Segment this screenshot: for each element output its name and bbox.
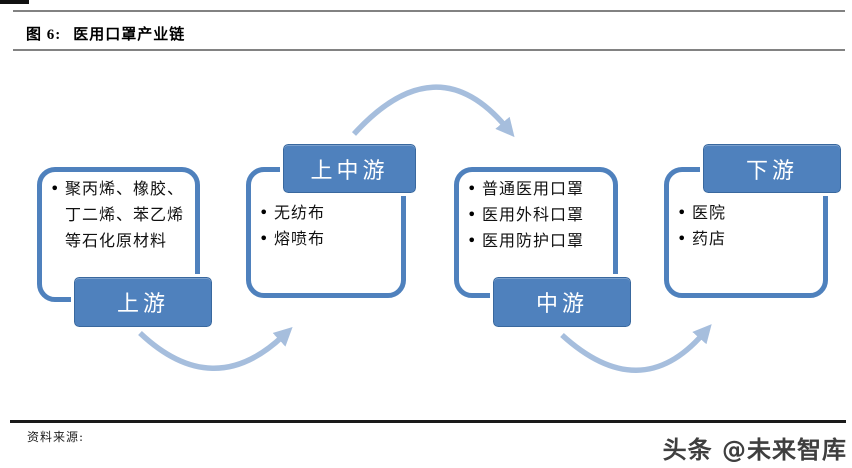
stage-container-midstream: 普通医用口罩 医用外科口罩 医用防护口罩 [454,167,618,298]
list-item: 熔喷布 [259,226,397,252]
list-item: 普通医用口罩 [467,176,609,202]
figure-number: 图 6: [26,27,62,43]
stage-items-midstream: 普通医用口罩 医用外科口罩 医用防护口罩 [459,172,613,254]
industry-chain-diagram: 聚丙烯、橡胶、丁二烯、苯乙烯等石化原材料 上游 无纺布 熔喷布 上中游 普通医用… [0,55,852,415]
figure-title-text: 医用口罩产业链 [73,27,186,43]
watermark: 头条 @未来智库 [662,436,847,464]
top-left-mark [0,0,29,4]
list-item: 无纺布 [259,200,397,226]
stage-container-upstream: 聚丙烯、橡胶、丁二烯、苯乙烯等石化原材料 [37,167,200,302]
list-item: 药店 [677,226,819,252]
stage-items-downstream: 医院 药店 [669,172,823,252]
list-item: 医院 [677,200,819,226]
list-item: 聚丙烯、橡胶、丁二烯、苯乙烯等石化原材料 [50,176,191,254]
header-rule-bottom [13,49,845,51]
stage-label-text: 中游 [535,292,588,317]
stage-label-text: 上游 [116,292,169,317]
source-label: 资料来源: [27,430,85,444]
stage-items-upstream: 聚丙烯、橡胶、丁二烯、苯乙烯等石化原材料 [42,172,195,254]
stage-label-upper-midstream: 上中游 [280,141,419,196]
list-item: 医用防护口罩 [467,228,609,254]
arrow-upstream-to-uppermid-icon [138,326,293,371]
footer-rule [10,420,846,423]
stage-label-text: 上中游 [310,158,389,184]
stage-label-upstream: 上游 [71,274,215,330]
arrow-uppermid-to-midstream-icon [351,84,515,138]
stage-label-text: 下游 [745,158,798,184]
stage-label-midstream: 中游 [490,274,634,330]
arrow-midstream-to-downstream-icon [560,324,712,373]
header-rule-top [13,10,845,12]
stage-label-downstream: 下游 [700,141,844,196]
stage-items-upper-midstream: 无纺布 熔喷布 [251,172,401,252]
list-item: 医用外科口罩 [467,202,609,228]
figure-title: 图 6: 医用口罩产业链 [26,23,185,44]
